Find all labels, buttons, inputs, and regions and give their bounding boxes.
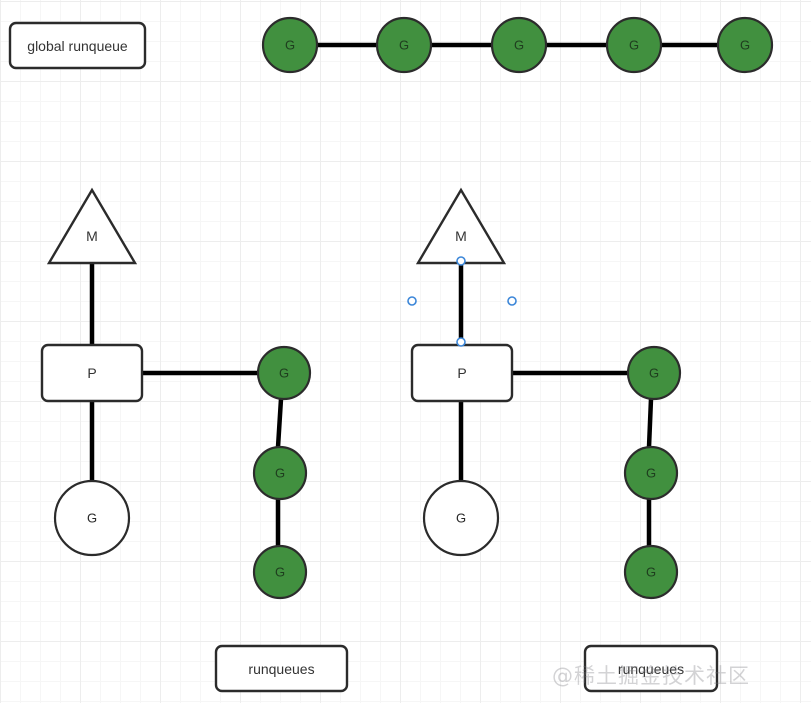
p-box-left[interactable] [40, 343, 144, 403]
m-triangle-left[interactable] [46, 187, 138, 265]
selection-handle-endpoint-top[interactable] [456, 256, 466, 266]
g-node-global-4[interactable] [605, 16, 663, 74]
g-node-global-2[interactable] [375, 16, 433, 74]
g-node-global-5[interactable] [716, 16, 774, 74]
edge-queue-right-1-2[interactable] [646, 398, 654, 448]
g-node-global-1[interactable] [261, 16, 319, 74]
global-runqueue-box[interactable] [8, 21, 147, 70]
runqueues-right-box[interactable] [583, 644, 719, 693]
p-box-right[interactable] [410, 343, 514, 403]
g-node-left-queue-3[interactable] [252, 544, 308, 600]
g-node-running-right[interactable] [422, 479, 500, 557]
g-node-right-queue-3[interactable] [623, 544, 679, 600]
g-node-running-left[interactable] [53, 479, 131, 557]
selection-handle-endpoint-bottom[interactable] [456, 337, 466, 347]
edge-queue-left-1-2[interactable] [275, 398, 284, 448]
g-node-right-queue-2[interactable] [623, 445, 679, 501]
g-node-left-queue-2[interactable] [252, 445, 308, 501]
selection-handle-left[interactable] [407, 296, 417, 306]
runqueues-left-box[interactable] [214, 644, 349, 693]
g-node-left-queue-1[interactable] [256, 345, 312, 401]
m-triangle-right[interactable] [415, 187, 507, 265]
g-node-global-3[interactable] [490, 16, 548, 74]
g-node-right-queue-1[interactable] [626, 345, 682, 401]
selection-handle-right[interactable] [507, 296, 517, 306]
